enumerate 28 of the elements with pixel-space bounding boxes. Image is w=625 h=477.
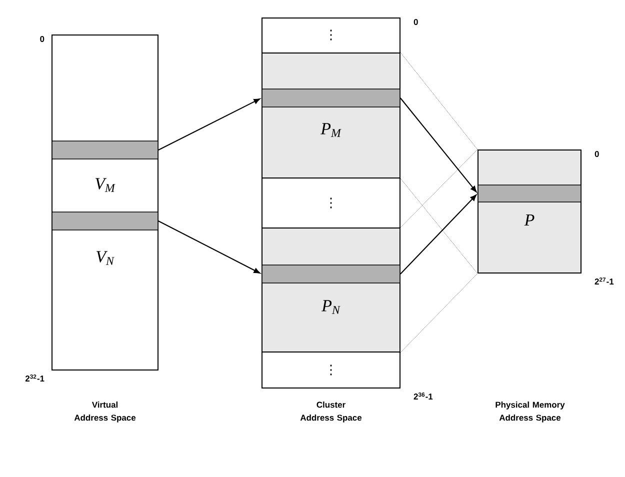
arrow <box>158 98 260 150</box>
shaded-band <box>262 88 400 108</box>
address-label: 2$^{27}$-1 <box>594 278 614 284</box>
shaded-band <box>262 264 400 284</box>
address-label: 0 <box>594 151 599 157</box>
address-label: 0 <box>414 19 418 25</box>
ellipsis-mark: ⋮ <box>330 198 332 208</box>
ellipsis-mark: ⋮ <box>330 30 332 40</box>
mapping-line <box>400 52 478 150</box>
column-title: Physical Memory Address Space <box>496 402 565 422</box>
region-label: P$_{M}$ <box>320 123 342 137</box>
address-label: 0 <box>40 36 44 42</box>
shaded-band <box>478 184 582 202</box>
region-label: V$_{N}$ <box>96 251 114 265</box>
mapping-line <box>400 178 478 274</box>
column-title: Virtual Address Space <box>74 402 136 422</box>
region-label: V$_{M}$ <box>96 178 116 192</box>
address-label: 2$^{36}$-1 <box>414 392 433 400</box>
mapping-line <box>400 149 478 228</box>
arrow <box>400 98 477 192</box>
region-label: P <box>524 214 534 226</box>
region-label: P$_{N}$ <box>322 300 340 314</box>
arrow <box>158 220 260 274</box>
arrow <box>400 194 477 274</box>
address-label: 2$^{32}$-1 <box>25 374 44 382</box>
mapping-line <box>400 273 478 353</box>
ellipsis-mark: ⋮ <box>330 364 332 376</box>
column-title: Cluster Address Space <box>300 402 362 422</box>
